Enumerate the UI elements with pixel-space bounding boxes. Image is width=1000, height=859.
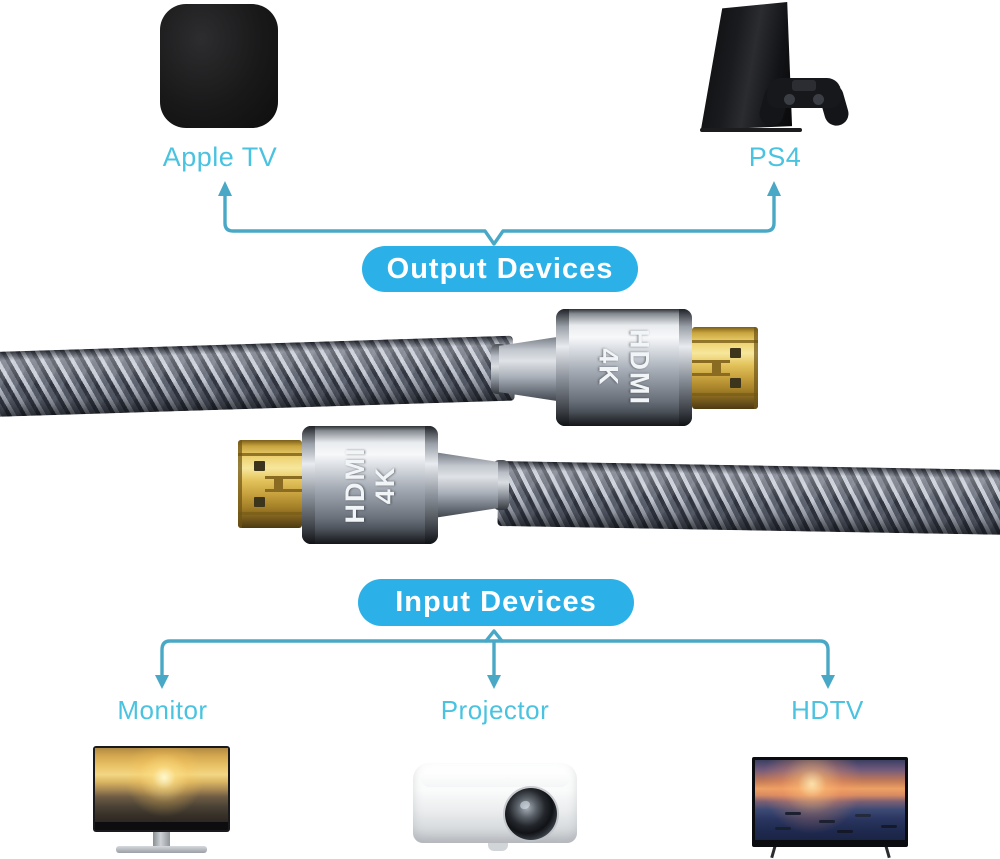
hdmi-text-top: HDMI <box>624 329 655 406</box>
hdmi-connector-barrel-bottom: HDMI 4K <box>302 426 438 544</box>
plug-tip-edge <box>238 440 242 528</box>
plug-edge-line <box>692 393 758 396</box>
ps4-controller-illustration <box>756 76 852 132</box>
plug-tip-edge <box>754 327 758 409</box>
4k-text-bottom: 4K <box>370 465 400 505</box>
monitor-stand-base <box>116 846 207 853</box>
ps4-label: PS4 <box>748 142 802 172</box>
arrow-up-apple-tv <box>218 181 232 196</box>
hdmi-4k-marking-top: HDMI 4K <box>566 300 683 436</box>
4k-text-top: 4K <box>594 348 624 387</box>
projector-foot <box>488 842 508 851</box>
arrow-up-ps4 <box>767 181 781 196</box>
hdmi-text-bottom: HDMI <box>339 446 370 524</box>
arrow-down-monitor <box>155 675 169 689</box>
braided-cable-bottom <box>497 461 1000 535</box>
plug-step-tab <box>273 476 283 492</box>
arrow-down-hdtv <box>821 675 835 689</box>
controller-sticks <box>784 94 795 105</box>
hdtv-wallpaper <box>755 760 905 840</box>
projector-label: Projector <box>440 695 550 725</box>
gold-hdmi-plug-top <box>692 327 758 409</box>
plug-contact-hole <box>253 461 265 471</box>
output-devices-badge: Output Devices <box>362 246 638 292</box>
input-devices-badge: Input Devices <box>358 579 634 626</box>
monitor-illustration <box>93 746 230 832</box>
plug-step-groove <box>692 360 731 376</box>
monitor-bottom-bezel <box>95 822 228 830</box>
plug-contact-hole <box>730 348 742 358</box>
controller-touchpad <box>792 80 816 91</box>
gold-hdmi-plug-bottom <box>238 440 302 528</box>
plug-edge-line <box>238 453 302 456</box>
arrow-down-projector <box>487 675 501 689</box>
plug-contact-hole <box>730 378 742 388</box>
apple-tv-illustration <box>160 4 278 128</box>
apple-tv-label: Apple TV <box>162 142 278 172</box>
plug-edge-line <box>238 512 302 515</box>
hdmi-4k-marking-bottom: HDMI 4K <box>311 417 429 553</box>
braided-cable-top <box>0 335 515 417</box>
monitor-wallpaper <box>95 748 228 822</box>
ps4-console-base <box>700 128 802 132</box>
hdtv-illustration <box>752 757 908 847</box>
input-bracket-line <box>160 639 830 678</box>
input-pill-notch <box>484 629 504 643</box>
monitor-label: Monitor <box>117 695 208 725</box>
plug-step-tab <box>711 360 721 376</box>
hdtv-label: HDTV <box>791 695 864 725</box>
strain-relief-top <box>499 336 561 402</box>
output-bracket-line <box>223 190 776 246</box>
hdtv-boats <box>785 812 801 815</box>
plug-step-groove <box>264 476 302 492</box>
projector-lens <box>505 788 557 840</box>
plug-edge-line <box>692 340 758 343</box>
hdmi-connector-barrel-top: HDMI 4K <box>556 309 692 426</box>
plug-contact-hole <box>253 497 265 507</box>
monitor-stand-neck <box>153 832 170 846</box>
strain-relief-bottom <box>436 452 498 518</box>
